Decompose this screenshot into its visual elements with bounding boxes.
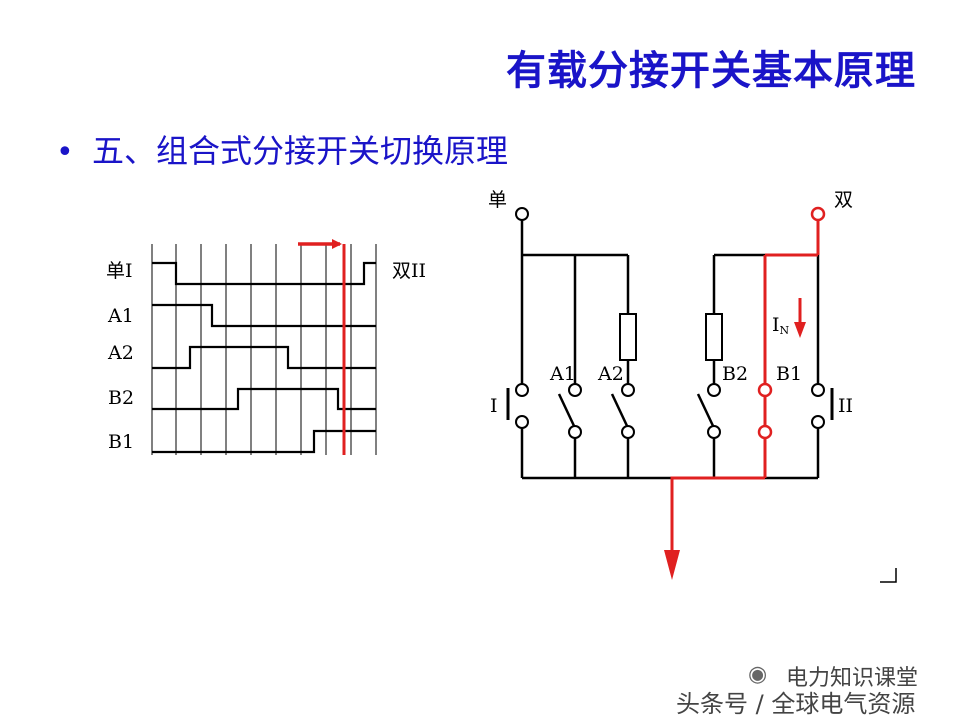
timing-grid (151, 244, 377, 455)
circuit-diagram: 单 双 I A1 A2 B2 B1 II IN (488, 189, 853, 580)
bullet-glyph: • (56, 135, 74, 170)
bullet-text: 五、组合式分接开关切换原理 (92, 132, 509, 170)
trace-B2 (152, 387, 376, 411)
timing-diagram: 单I A1 A2 B2 B1 双II (106, 239, 426, 455)
trace-A1 (152, 303, 376, 328)
watermark-account: 电力知识课堂 (786, 666, 919, 691)
terminal-label-double: 双 (834, 189, 853, 211)
terminal-double (810, 206, 826, 222)
contact-label-B2: B2 (722, 363, 748, 385)
timing-label-A2: A2 (107, 342, 134, 364)
load-current-arrow (794, 322, 806, 338)
trace-single-I (152, 261, 376, 286)
wechat-icon: ◉ (748, 662, 768, 687)
watermark-source: 头条号 / 全球电气资源 (676, 690, 916, 718)
transition-resistor-B (705, 313, 723, 361)
trace-B1 (152, 429, 376, 454)
timing-label-B2: B2 (108, 387, 134, 409)
contact-label-B1: B1 (776, 363, 802, 385)
terminal-label-single: 单 (488, 189, 507, 211)
current-label: IN (772, 314, 790, 337)
timing-label-B1: B1 (108, 431, 134, 453)
output-current-arrow (664, 550, 680, 580)
timing-label-single-I: 单I (106, 260, 133, 282)
corner-mark (880, 568, 897, 583)
timing-label-double-II: 双II (392, 260, 426, 282)
contact-label-A2: A2 (597, 363, 624, 385)
contact-label-A1: A1 (549, 363, 576, 385)
bullet-item: • 五、组合式分接开关切换原理 (56, 126, 508, 172)
timing-label-A1: A1 (107, 305, 134, 327)
contact-label-I: I (490, 395, 498, 417)
contact-B1-bottom (757, 424, 773, 440)
transition-resistor-A (619, 313, 637, 361)
trace-A2 (152, 345, 376, 370)
slide-title: 有载分接开关基本原理 (506, 48, 916, 94)
contact-label-II: II (838, 395, 853, 417)
contact-B1-top (757, 382, 773, 398)
